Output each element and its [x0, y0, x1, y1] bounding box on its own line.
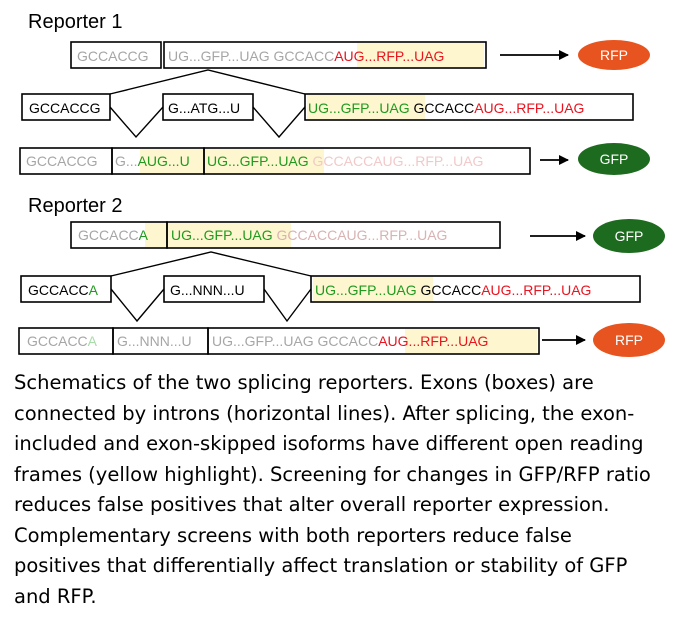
- exon-box: [163, 41, 487, 69]
- seq-faded: GCCACC: [78, 227, 139, 243]
- r1-unspliced-row: GCCACCG UG...GFP...UAG GCCACCAUG...RFP..…: [70, 40, 650, 70]
- rfp-output-oval: [593, 323, 665, 357]
- exon-sequence: GCCACCG: [26, 153, 98, 169]
- orf-highlight: [307, 95, 425, 119]
- output-label: GFP: [600, 151, 629, 167]
- orf-highlight: [145, 223, 291, 247]
- r2-unspliced-row: GCCACCA UG...GFP...UAG GCCACCAUG...RFP..…: [70, 219, 665, 253]
- output-label: GFP: [615, 228, 644, 244]
- seq-faded: GCCACCAUG...RFP...UAG: [309, 153, 484, 169]
- splicing-schematic: Reporter 1 GCCACCG UG...GFP...UAG GCCACC…: [18, 11, 665, 357]
- reporter1-title: Reporter 1: [28, 11, 123, 33]
- seq-gfp: UG...GFP...UAG: [308, 100, 410, 116]
- orf-highlight: [405, 329, 537, 353]
- seq-rfp: AUG...RFP...UAG: [474, 100, 584, 116]
- exon-box: [70, 41, 162, 69]
- orf-highlight: [357, 43, 484, 67]
- r2-pre-mrna-row: GCCACCA G...NNN...U UG...GFP...UAG GCCAC…: [20, 251, 641, 323]
- seq-faded-start: A: [88, 333, 98, 349]
- skipping-intron-line: [110, 251, 312, 277]
- orf-highlight: [313, 277, 433, 301]
- r2-included-row: GCCACCA G...NNN...U UG...GFP...UAG GCCAC…: [18, 323, 665, 357]
- exon-box: [203, 147, 531, 175]
- seq-start: A: [89, 282, 99, 298]
- seq-faded: GCCACCAUG...RFP...UAG: [273, 227, 448, 243]
- exon-sequence: UG...GFP...UAG GCCACCAUG...RFP...UAG: [171, 227, 447, 243]
- exon-sequence: G...NNN...U: [117, 333, 192, 349]
- seq-gfp: UG...GFP...UAG: [315, 282, 417, 298]
- exon-sequence: GCCACCA: [78, 227, 149, 243]
- output-label: RFP: [600, 47, 628, 63]
- seq-start: A: [139, 227, 149, 243]
- output-label: RFP: [615, 332, 643, 348]
- seq-rfp-orf: AUG...RFP...UAG: [334, 48, 444, 64]
- exon-sequence: GCCACCA: [27, 333, 98, 349]
- figure-caption: Schematics of the two splicing reporters…: [14, 371, 651, 608]
- seq-gfp-orf: UG...GFP...UAG: [171, 227, 273, 243]
- gfp-output-oval: [578, 143, 650, 175]
- r1-pre-mrna-row: GCCACCG G...ATG...U UG...GFP...UAG GCCAC…: [21, 69, 634, 139]
- seq-kozak: GCCACC: [410, 100, 475, 116]
- skipping-intron-line: [109, 69, 306, 95]
- exon-sequence: UG...GFP...UAG GCCACCAUG...RFP...UAG: [212, 333, 488, 349]
- exon-sequence: G...AUG...U: [115, 153, 190, 169]
- intron-line: [252, 106, 306, 139]
- seq-faded: UG...GFP...UAG GCCACC: [212, 333, 378, 349]
- exon-sequence: UG...GFP...UAG GCCACCAUG...RFP...UAG: [308, 100, 584, 116]
- seq-gfp-orf: UG...GFP...UAG: [207, 153, 309, 169]
- r1-included-row: GCCACCG G...AUG...U UG...GFP...UAG GCCAC…: [19, 143, 650, 175]
- seq-faded: UG...GFP...UAG GCCACC: [168, 48, 334, 64]
- intron-line: [110, 288, 165, 323]
- seq-faded: GCCACC: [27, 333, 88, 349]
- exon-box: [166, 221, 501, 249]
- intron-line: [263, 288, 312, 323]
- seq-gfp-start: AUG...U: [138, 153, 190, 169]
- exon-sequence: GCCACCG: [77, 48, 149, 64]
- seq-faded: G...: [115, 153, 138, 169]
- reporter2-title: Reporter 2: [28, 195, 123, 217]
- orf-highlight: [140, 149, 324, 173]
- intron-line: [109, 106, 164, 139]
- seq-kozak: GCCACC: [28, 282, 89, 298]
- exon-sequence: UG...GFP...UAG GCCACCAUG...RFP...UAG: [168, 48, 444, 64]
- rfp-output-oval: [578, 40, 650, 70]
- exon-sequence: G...ATG...U: [168, 100, 240, 116]
- exon-sequence: G...NNN...U: [170, 282, 245, 298]
- exon-sequence: GCCACCG: [29, 100, 101, 116]
- seq-kozak: GCCACC: [417, 282, 482, 298]
- exon-sequence: GCCACCA: [28, 282, 99, 298]
- exon-sequence: UG...GFP...UAG GCCACCAUG...RFP...UAG: [207, 153, 483, 169]
- exon-box: [207, 327, 540, 355]
- gfp-output-oval: [593, 219, 665, 253]
- exon-sequence: UG...GFP...UAG GCCACCAUG...RFP...UAG: [315, 282, 591, 298]
- seq-rfp-orf: AUG...RFP...UAG: [378, 333, 488, 349]
- seq-rfp: AUG...RFP...UAG: [481, 282, 591, 298]
